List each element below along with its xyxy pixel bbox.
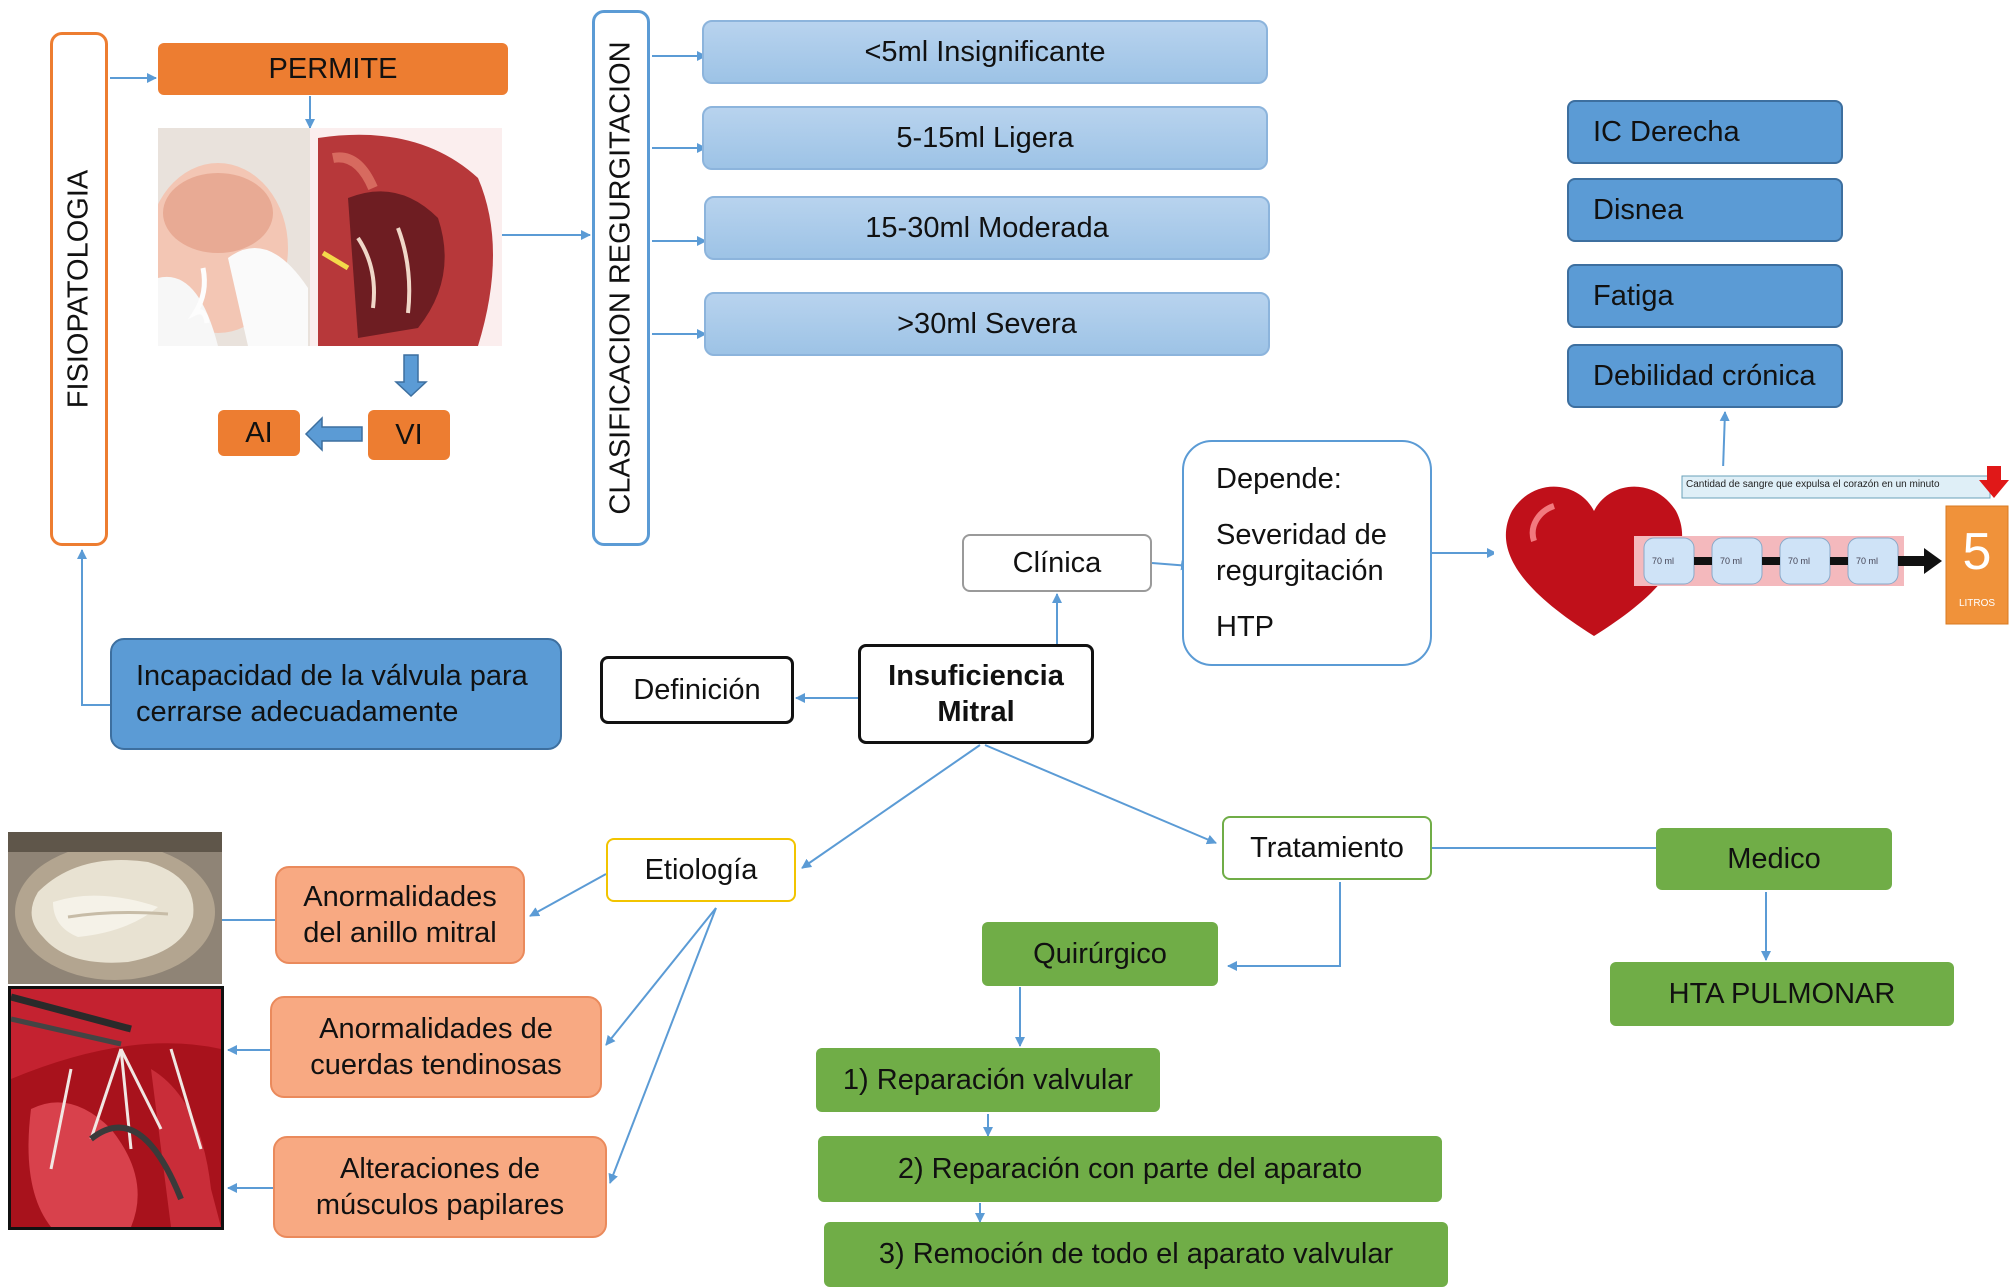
- symptom-debilidad: Debilidad crónica: [1567, 344, 1843, 408]
- etiologia-item-line2: del anillo mitral: [303, 917, 497, 949]
- medico-box: Medico: [1656, 828, 1892, 890]
- liters-number: 5: [1962, 523, 1992, 581]
- insuficiencia-mitral-box: Insuficiencia Mitral: [858, 644, 1094, 744]
- center-line2: Mitral: [937, 696, 1015, 728]
- etiologia-box: Etiología: [606, 838, 796, 902]
- severidad-line1: Severidad de: [1216, 518, 1387, 551]
- fisiopatologia-label: FISIOPATOLOGIA: [62, 169, 95, 409]
- etiologia-item-line1: Anormalidades: [303, 880, 497, 913]
- incapacidad-box: Incapacidad de la válvula para cerrarse …: [110, 638, 562, 750]
- definicion-box: Definición: [600, 656, 794, 724]
- etiologia-item-line1: Alteraciones de: [340, 1152, 540, 1185]
- step-remocion: 3) Remoción de todo el aparato valvular: [824, 1222, 1448, 1287]
- etiologia-item-musculos: Alteraciones de músculos papilares: [273, 1136, 607, 1238]
- tube-label: 70 ml: [1856, 556, 1879, 566]
- baby-heart-image: [158, 128, 502, 346]
- clasificacion-item: 15-30ml Moderada: [704, 196, 1270, 260]
- severidad-line2: regurgitación: [1216, 555, 1384, 587]
- symptom-ic-derecha: IC Derecha: [1567, 100, 1843, 164]
- depende-box: Depende: Severidad de regurgitación HTP: [1182, 440, 1432, 666]
- clasificacion-item: 5-15ml Ligera: [702, 106, 1268, 170]
- infographic-caption: Cantidad de sangre que expulsa el corazó…: [1686, 479, 1940, 490]
- clinica-box: Clínica: [962, 534, 1152, 592]
- permite-box: PERMITE: [158, 43, 508, 95]
- chordae-tendineae-photo: [8, 986, 224, 1230]
- vi-box: VI: [368, 410, 450, 460]
- clasificacion-label: CLASIFICACION REGURGITACION: [604, 41, 637, 515]
- ai-box: AI: [218, 410, 300, 456]
- step-reparacion-valvular: 1) Reparación valvular: [816, 1048, 1160, 1112]
- tube-label: 70 ml: [1652, 556, 1675, 566]
- liters-unit: LITROS: [1958, 598, 1996, 609]
- etiologia-item-line2: cuerdas tendinosas: [310, 1049, 562, 1081]
- htp-label: HTP: [1216, 611, 1274, 644]
- left-block-arrow: [304, 416, 363, 452]
- tube-label: 70 ml: [1788, 556, 1811, 566]
- fisiopatologia-box: FISIOPATOLOGIA: [50, 32, 108, 546]
- tube-label: 70 ml: [1720, 556, 1743, 566]
- etiologia-item-line1: Anormalidades de: [319, 1012, 553, 1045]
- tratamiento-box: Tratamiento: [1222, 816, 1432, 880]
- down-block-arrow: [394, 354, 428, 398]
- mitral-annulus-photo: [8, 832, 222, 984]
- etiologia-item-line2: músculos papilares: [315, 1189, 565, 1221]
- hta-pulmonar-box: HTA PULMONAR: [1610, 962, 1954, 1026]
- symptom-fatiga: Fatiga: [1567, 264, 1843, 328]
- quirurgico-box: Quirúrgico: [982, 922, 1218, 986]
- clasificacion-item: <5ml Insignificante: [702, 20, 1268, 84]
- incapacidad-line2: cerrarse adecuadamente: [136, 696, 459, 728]
- step-reparacion-parcial: 2) Reparación con parte del aparato: [818, 1136, 1442, 1202]
- incapacidad-line1: Incapacidad de la válvula para: [136, 659, 528, 692]
- center-line1: Insuficiencia: [888, 659, 1064, 692]
- etiologia-item-anillo: Anormalidades del anillo mitral: [275, 866, 525, 964]
- etiologia-item-cuerdas: Anormalidades de cuerdas tendinosas: [270, 996, 602, 1098]
- heart-output-infographic: Cantidad de sangre que expulsa el corazó…: [1494, 466, 2012, 638]
- clasificacion-item: >30ml Severa: [704, 292, 1270, 356]
- clasificacion-box: CLASIFICACION REGURGITACION: [592, 10, 650, 546]
- depende-label: Depende:: [1216, 462, 1342, 495]
- symptom-disnea: Disnea: [1567, 178, 1843, 242]
